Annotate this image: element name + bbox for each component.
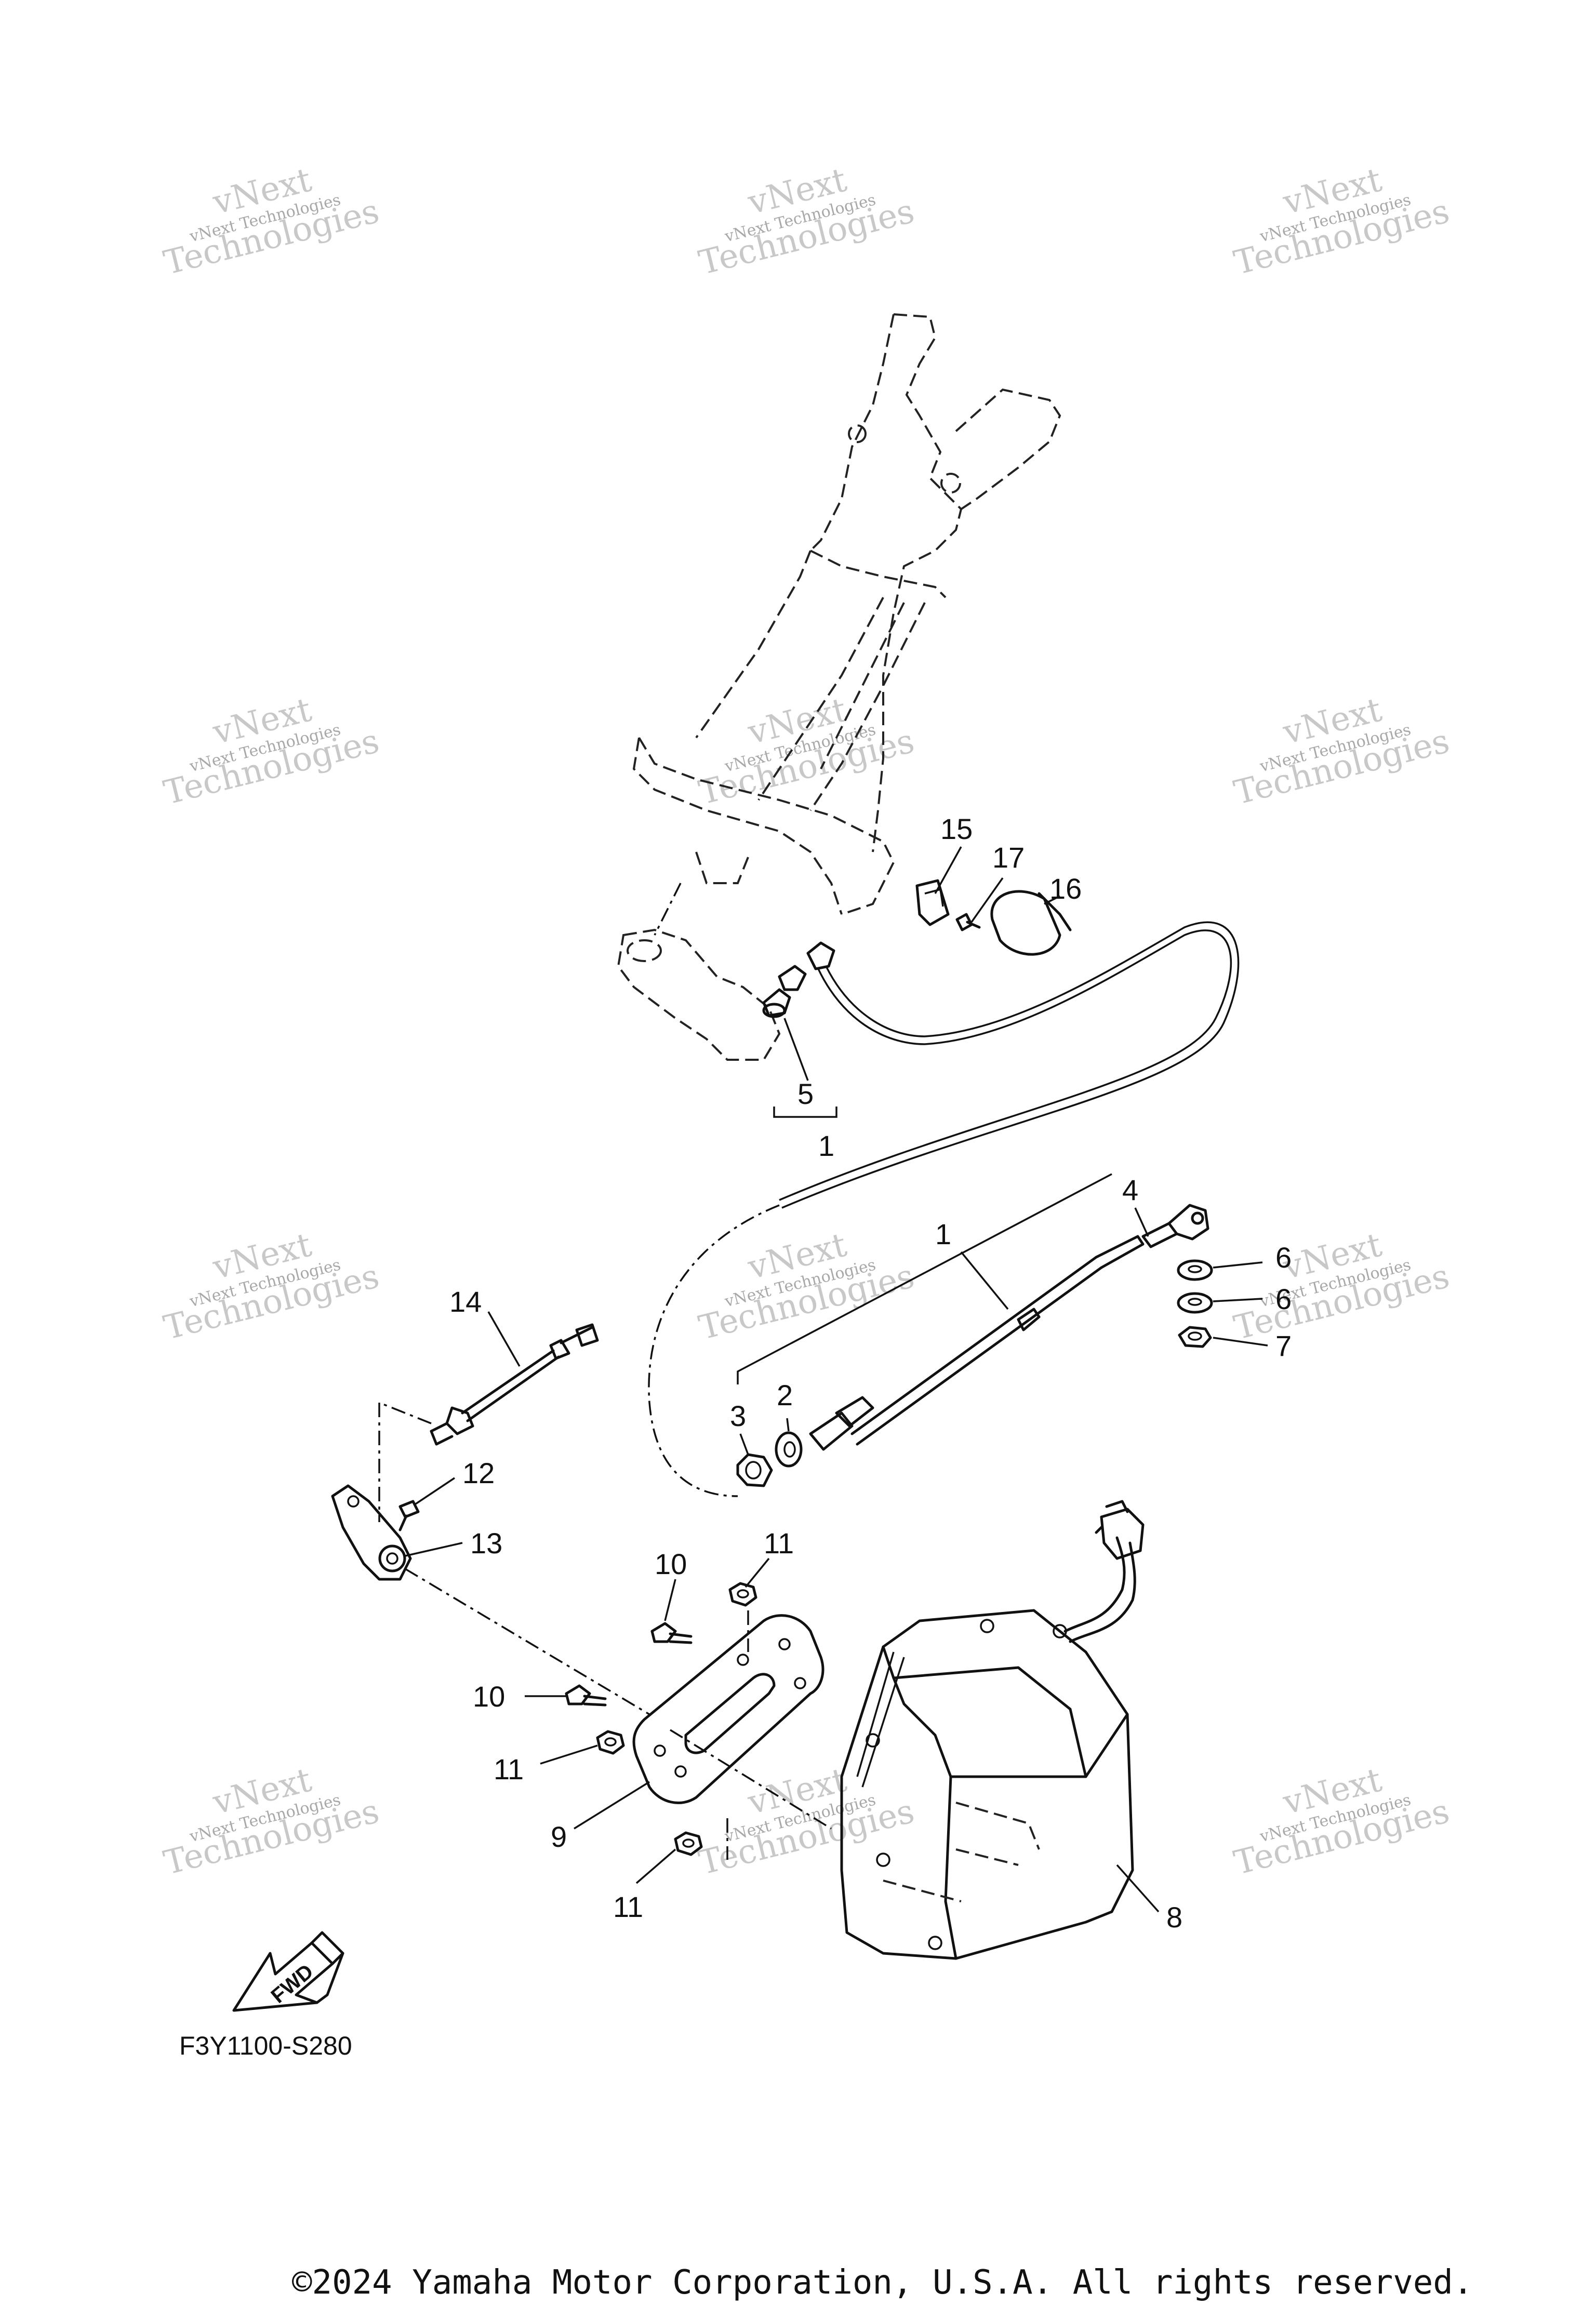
watermark: vNext vNext Technologies Technologies: [160, 1225, 383, 1348]
callout-1: 1: [935, 1218, 951, 1250]
callout-11: 11: [764, 1527, 794, 1560]
callout-10: 10: [655, 1548, 687, 1580]
watermark: vNext vNext Technologies Technologies: [1230, 1225, 1453, 1348]
part-12-bolt: [398, 1500, 420, 1531]
callout-9: 9: [551, 1820, 567, 1853]
axis-line: [670, 1729, 832, 1830]
watermark: vNext vNext Technologies Technologies: [160, 1761, 383, 1883]
part-2-washer: [775, 1431, 803, 1468]
callout-4: 4: [1122, 1174, 1138, 1206]
part-17-screw: [955, 913, 981, 931]
steering-frame-phantom: [617, 313, 1061, 1061]
callout-14: 14: [449, 1285, 482, 1318]
part-3-nut: [736, 1453, 773, 1487]
part-6-washer: [1177, 1292, 1213, 1314]
callout-16: 16: [1049, 872, 1082, 905]
callout-10: 10: [473, 1680, 505, 1713]
part-7-nut: [1178, 1326, 1212, 1348]
watermark: vNext vNext Technologies Technologies: [695, 1761, 918, 1883]
part-14-rod: [378, 1323, 599, 1522]
watermark: vNext vNext Technologies Technologies: [695, 161, 918, 283]
callout-11: 11: [613, 1890, 643, 1923]
callout-3: 3: [730, 1400, 746, 1432]
callout-7: 7: [1275, 1329, 1292, 1362]
shift-cable-assy: [648, 921, 1240, 1497]
callout-6: 6: [1275, 1241, 1292, 1274]
part-6-washer: [1177, 1259, 1213, 1281]
callout-11: 11: [494, 1753, 524, 1786]
copyright-notice: ©2024 Yamaha Motor Corporation, U.S.A. A…: [292, 2263, 1473, 2302]
part-11-nut: [728, 1582, 757, 1607]
part-15-clip: [915, 879, 950, 926]
callout-5: 5: [797, 1077, 814, 1110]
callout-8: 8: [1166, 1901, 1182, 1934]
part-5-fittings: [762, 965, 807, 1018]
fwd-arrow-icon: FWD: [232, 1931, 344, 2012]
callout-15: 15: [940, 812, 973, 845]
part-9-gasket: [632, 1614, 824, 1804]
watermark: vNext vNext Technologies Technologies: [160, 161, 383, 283]
callout-1: 1: [818, 1129, 834, 1162]
callout-12: 12: [462, 1457, 495, 1489]
leader-lines: [405, 846, 1268, 1913]
watermark: vNext vNext Technologies Technologies: [1230, 1761, 1453, 1883]
callout-labels: 15 17 16 5 1 4 1 6 6 7 2 3 14 12 13 10 1…: [449, 812, 1292, 1934]
callout-6: 6: [1275, 1283, 1292, 1315]
callout-2: 2: [777, 1379, 793, 1411]
part-10-bolt: [565, 1684, 607, 1707]
part-11-nut: [674, 1831, 703, 1856]
part-8-actuator-box: [840, 1500, 1145, 1960]
watermark: vNext vNext Technologies Technologies: [1230, 690, 1453, 812]
part-4-joint: [1141, 1204, 1209, 1248]
part-13-lever: [331, 1484, 412, 1581]
watermark: vNext vNext Technologies Technologies: [695, 1225, 918, 1348]
part-10-bolt: [650, 1622, 693, 1644]
part-16-band: [990, 890, 1072, 956]
callout-17: 17: [992, 841, 1025, 874]
diagram-code: F3Y1100-S280: [179, 2031, 352, 2060]
part-11-nut: [596, 1730, 625, 1755]
axis-line: [405, 1568, 650, 1715]
watermark: vNext vNext Technologies Technologies: [160, 690, 383, 812]
callout-13: 13: [470, 1527, 502, 1560]
watermark: vNext vNext Technologies Technologies: [1230, 161, 1453, 283]
